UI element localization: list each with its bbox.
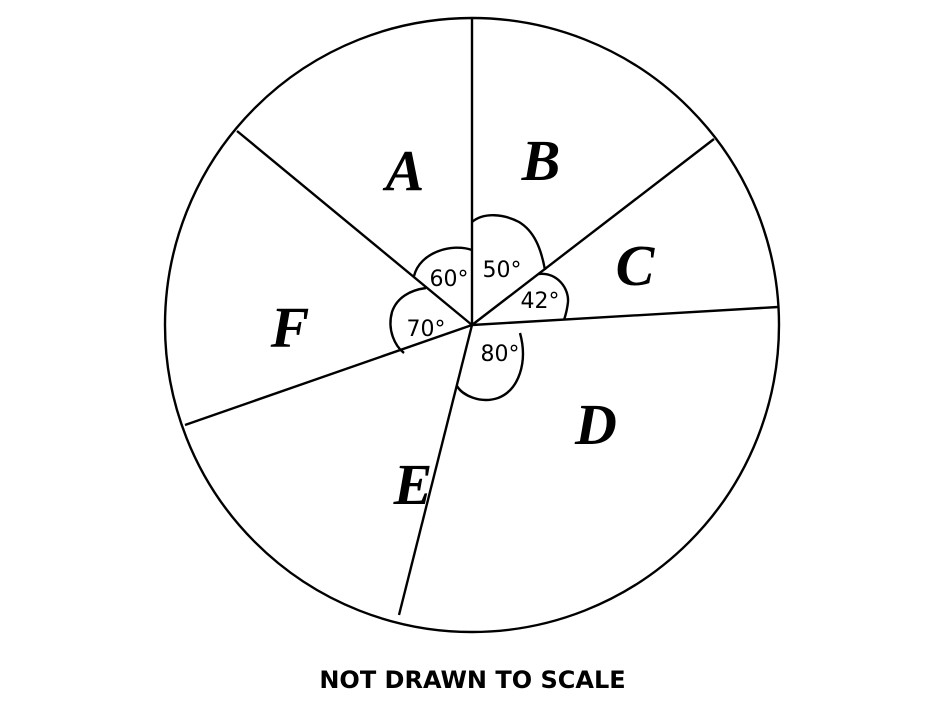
radius-line-fa (236, 130, 473, 326)
angle-label-70: 70° (407, 317, 446, 342)
angle-arc-80 (455, 332, 524, 402)
sector-label-c: C (616, 233, 656, 298)
radius-line-bc (471, 138, 715, 326)
angle-arc-50 (471, 214, 547, 271)
sector-label-a: A (383, 138, 425, 203)
angle-arc-60 (412, 246, 473, 277)
angle-arc-42 (537, 272, 570, 321)
angle-label-42: 42° (521, 289, 560, 314)
angle-label-80: 80° (481, 342, 520, 367)
sector-label-d: D (574, 392, 617, 457)
radius-line-de (397, 324, 474, 616)
angle-arc-70 (389, 286, 427, 354)
not-to-scale-caption: NOT DRAWN TO SCALE (319, 666, 626, 694)
radius-line-cd (471, 305, 779, 327)
sector-label-e: E (393, 452, 433, 517)
angle-label-50: 50° (483, 258, 522, 283)
angle-label-60: 60° (430, 267, 469, 292)
radius-line-ef (184, 323, 473, 427)
sector-label-b: B (521, 128, 561, 193)
sector-label-f: F (270, 295, 310, 360)
